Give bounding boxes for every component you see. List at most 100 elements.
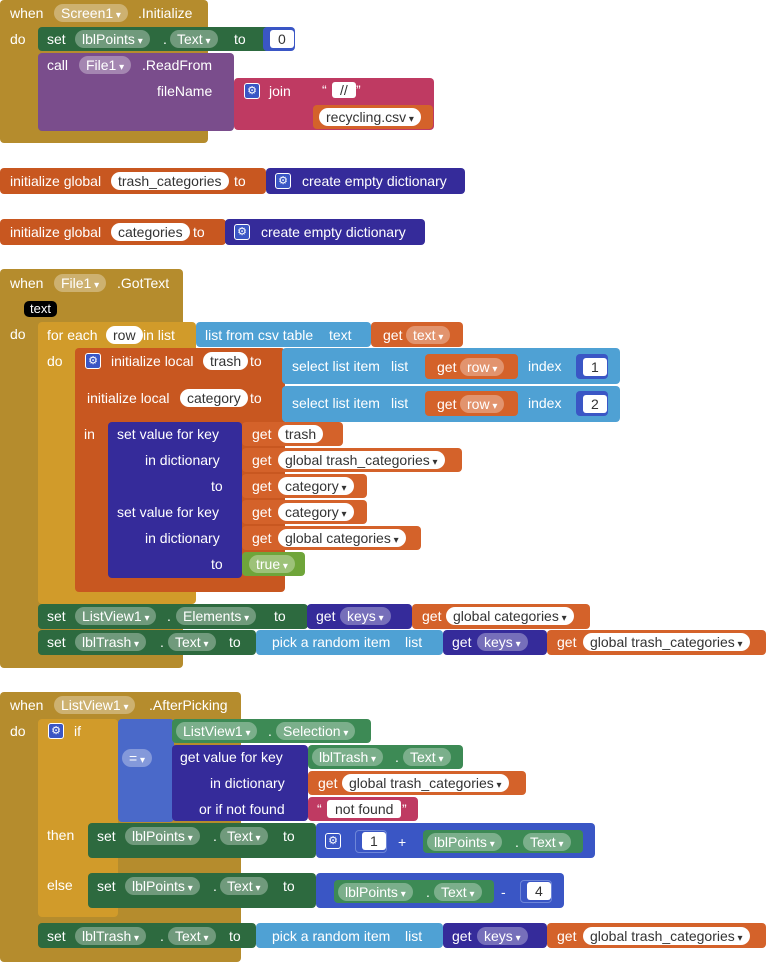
variable-dropdown[interactable]: global categories (446, 607, 574, 625)
to-label: to (211, 478, 223, 494)
property-dropdown[interactable]: Selection (276, 722, 356, 740)
get-label: get (383, 327, 403, 343)
call-label: call (47, 57, 69, 73)
init-label: initialize global (10, 173, 102, 189)
component-dropdown[interactable]: lblPoints (125, 877, 200, 895)
component-dropdown[interactable]: ListView1 (176, 722, 258, 740)
variable-dropdown[interactable]: global trash_categories (342, 774, 509, 792)
event-param[interactable]: text (24, 301, 57, 317)
get-label: get (316, 608, 336, 624)
property-dropdown[interactable]: Elements (176, 607, 257, 625)
get-label: get (437, 396, 457, 412)
do-label: do (47, 353, 63, 369)
pick-label: pick a random item (272, 928, 391, 944)
property-dropdown[interactable]: Text (220, 877, 268, 895)
mutator-gear-icon[interactable]: ⚙ (275, 173, 291, 189)
property-dropdown[interactable]: Text (523, 833, 571, 851)
mutator-gear-icon[interactable]: ⚙ (325, 833, 341, 849)
component-dropdown[interactable]: File1 (54, 274, 107, 292)
number-field[interactable]: 0 (270, 30, 294, 48)
component-dropdown[interactable]: ListView1 (75, 607, 157, 625)
keys-dropdown[interactable]: keys (477, 927, 528, 945)
component-dropdown[interactable]: lblTrash (75, 927, 147, 945)
mutator-gear-icon[interactable]: ⚙ (234, 224, 250, 240)
dot-label: . (426, 884, 430, 900)
text-field[interactable]: not found (327, 800, 402, 818)
local-name-field[interactable]: category (180, 389, 248, 407)
component-dropdown[interactable]: lblTrash (312, 748, 384, 766)
text-field[interactable]: // (332, 82, 356, 98)
property-dropdown[interactable]: Text (168, 633, 216, 651)
set-label: set (47, 928, 66, 944)
component-dropdown[interactable]: File1 (79, 56, 132, 74)
in-dict-label: in dictionary (145, 530, 220, 546)
mutator-gear-icon[interactable]: ⚙ (85, 353, 101, 369)
csv-label: list from csv table (205, 327, 314, 343)
property-dropdown[interactable]: Text (434, 883, 482, 901)
quote-open: “ (317, 801, 322, 817)
get-label: get (452, 928, 472, 944)
get-label: get (252, 478, 272, 494)
component-dropdown[interactable]: ListView1 (54, 696, 136, 714)
csv-table-block[interactable] (196, 322, 371, 347)
variable-dropdown[interactable]: global trash_categories (583, 927, 750, 945)
keys-dropdown[interactable]: keys (477, 633, 528, 651)
keys-dropdown[interactable]: keys (340, 607, 391, 625)
component-dropdown[interactable]: Screen1 (54, 4, 128, 22)
number-field[interactable]: 4 (527, 882, 551, 900)
gvk-label: get value for key (180, 749, 283, 765)
variable-name-field[interactable]: trash_categories (111, 172, 229, 190)
do-label: do (10, 31, 26, 47)
compare-block[interactable] (118, 719, 174, 822)
when-label: when (10, 697, 44, 713)
join-label: join (269, 83, 291, 99)
compare-operator-dropdown[interactable]: = (122, 749, 152, 767)
variable-field[interactable]: trash (278, 425, 324, 443)
number-field[interactable]: 1 (362, 832, 386, 850)
component-dropdown[interactable]: lblTrash (75, 633, 147, 651)
get-label: get (557, 928, 577, 944)
dictionary-block[interactable] (225, 219, 425, 245)
property-dropdown[interactable]: Text (220, 827, 268, 845)
filename-field[interactable]: recycling.csv (319, 108, 421, 126)
dictionary-block[interactable] (266, 168, 465, 194)
property-dropdown[interactable]: Text (170, 30, 218, 48)
init-local-label: initialize local (111, 353, 194, 369)
get-value-for-key-block[interactable] (172, 745, 308, 821)
set-block[interactable] (38, 923, 256, 948)
component-dropdown[interactable]: lblPoints (75, 30, 150, 48)
mutator-gear-icon[interactable]: ⚙ (48, 723, 64, 739)
number-field[interactable]: 2 (583, 395, 607, 413)
local-name-field[interactable]: trash (203, 352, 249, 370)
minus-label: - (501, 884, 506, 900)
loop-variable-field[interactable]: row (106, 326, 143, 344)
variable-dropdown[interactable]: global trash_categories (278, 451, 445, 469)
set-block[interactable] (88, 823, 316, 858)
pick-random-block[interactable] (256, 630, 443, 655)
variable-dropdown[interactable]: text (406, 326, 451, 344)
foreach-label: for each (47, 327, 98, 343)
variable-dropdown[interactable]: row (460, 395, 505, 413)
pick-random-block[interactable] (256, 923, 443, 948)
number-field[interactable]: 1 (583, 358, 607, 376)
variable-dropdown[interactable]: category (278, 477, 354, 495)
get-label: get (252, 504, 272, 520)
set-block[interactable] (88, 873, 316, 908)
when-label: when (10, 275, 44, 291)
variable-dropdown[interactable]: row (460, 358, 505, 376)
variable-dropdown[interactable]: category (278, 503, 354, 521)
component-dropdown[interactable]: lblPoints (338, 883, 413, 901)
property-dropdown[interactable]: Text (168, 927, 216, 945)
variable-dropdown[interactable]: global trash_categories (583, 633, 750, 651)
call-block[interactable] (38, 53, 234, 131)
set-value-for-key-block[interactable] (108, 422, 242, 578)
component-dropdown[interactable]: lblPoints (125, 827, 200, 845)
set-block[interactable] (38, 630, 256, 655)
property-dropdown[interactable]: Text (403, 748, 451, 766)
variable-dropdown[interactable]: global categories (278, 529, 406, 547)
dot-label: . (163, 31, 167, 47)
component-dropdown[interactable]: lblPoints (427, 833, 502, 851)
mutator-gear-icon[interactable]: ⚙ (244, 83, 260, 99)
boolean-dropdown[interactable]: true (249, 555, 295, 573)
variable-name-field[interactable]: categories (111, 223, 190, 241)
